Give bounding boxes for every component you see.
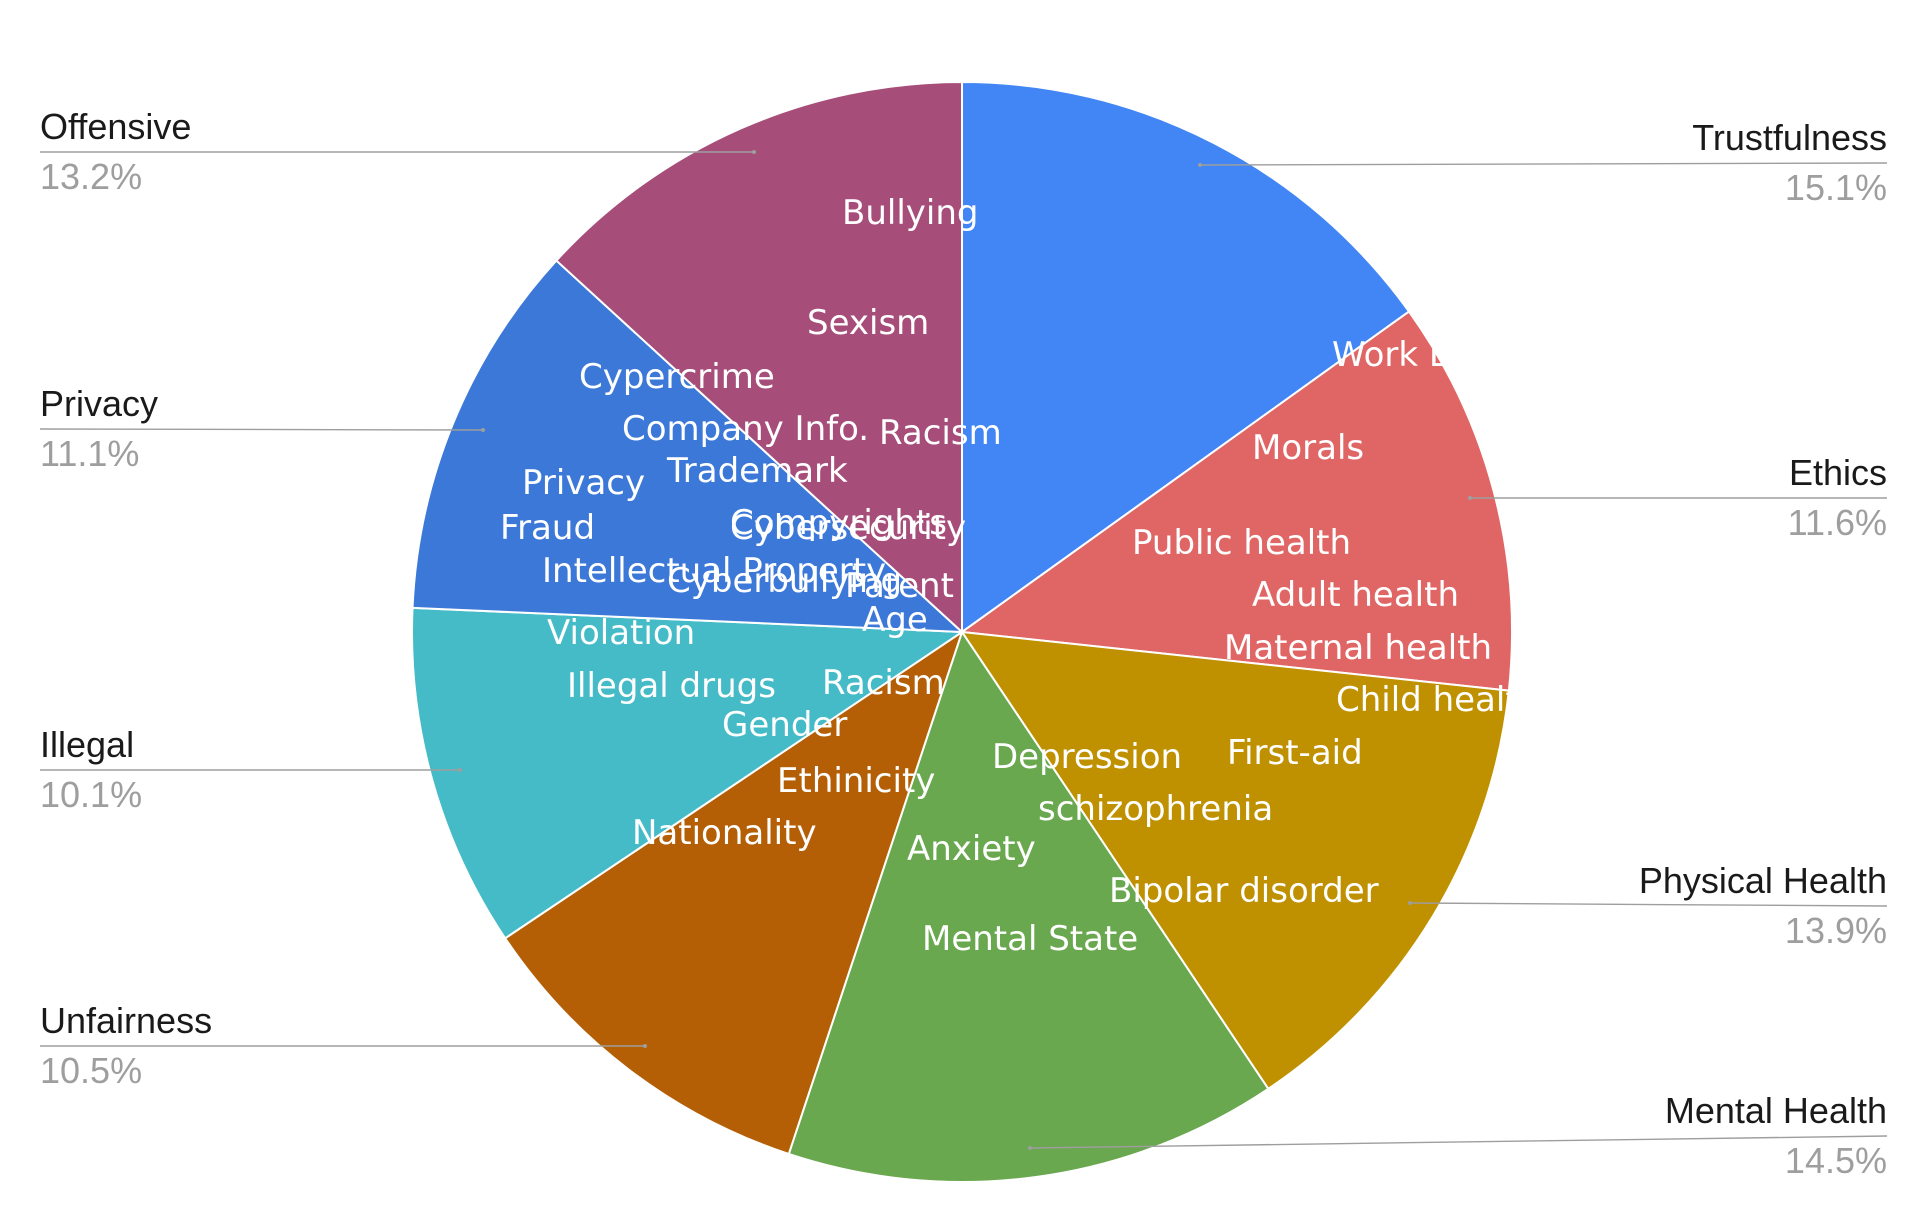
leader-dot-offensive: [752, 150, 756, 154]
sublabel-unfairness-ethinicity: Ethinicity: [777, 761, 935, 801]
leader-line-physical-health: [1409, 902, 1888, 907]
leader-line-privacy: [39, 428, 484, 431]
sublabel-physical-health-child-health: Child health: [1336, 680, 1540, 720]
sublabel-privacy-compyrights: Compyrights: [730, 503, 947, 543]
category-label-unfairness: Unfairness: [40, 1000, 212, 1041]
slice-trustfulness: [961, 80, 1411, 634]
category-label-illegal: Illegal: [40, 724, 134, 765]
sublabel-physical-health-adult-health: Adult health: [1252, 575, 1459, 615]
slice-unfairness: [503, 629, 964, 1156]
category-percent-physical-health: 13.9%: [1785, 910, 1887, 951]
leader-dot-illegal: [458, 768, 462, 772]
category-percent-illegal: 10.1%: [40, 774, 142, 815]
category-label-mental-health: Mental Health: [1665, 1090, 1887, 1131]
category-percent-offensive: 13.2%: [40, 156, 142, 197]
pie-slices: [411, 80, 1514, 1183]
sublabel-privacy-privacy: Privacy: [522, 463, 645, 503]
slice-mental-health: [787, 629, 1270, 1183]
category-percent-privacy: 11.1%: [40, 433, 139, 474]
leader-dot-unfairness: [643, 1044, 647, 1048]
sublabel-ethics-work-ethics: Work Ethics: [1332, 335, 1531, 375]
sublabel-privacy-trademark: Trademark: [666, 451, 848, 491]
sublabel-trustfulness-common-sense: Common Sense: [1142, 65, 1409, 105]
category-label-privacy: Privacy: [40, 383, 158, 424]
leader-line-mental-health: [1029, 1135, 1888, 1149]
sublabel-illegal-fraud: Fraud: [500, 508, 595, 548]
sublabel-privacy-cypercrime: Cypercrime: [579, 357, 775, 397]
leader-dot-trustfulness: [1198, 163, 1202, 167]
category-percent-unfairness: 10.5%: [40, 1050, 142, 1091]
category-labels: Trustfulness 15.1% Ethics 11.6% Physical Hea…: [40, 106, 1887, 1181]
slice-ethics: [959, 310, 1514, 692]
sublabel-illegal-violation: Violation: [547, 613, 695, 653]
sublabel-unfairness-nationality: Nationality: [632, 813, 817, 853]
sublabel-privacy-company-info: Company Info.: [622, 409, 869, 449]
leader-lines: [39, 150, 1888, 1150]
sublabel-offensive-bullying: Bullying: [842, 193, 978, 233]
leader-dot-privacy: [481, 428, 485, 432]
category-label-offensive: Offensive: [40, 106, 191, 147]
sublabel-illegal-cybersecurity: Cybersecurity: [730, 508, 966, 548]
leader-dot-physical-health: [1408, 901, 1412, 905]
slice-illegal: [411, 606, 966, 940]
sublabel-privacy-intellectual-property: Intellectual Property: [542, 551, 886, 591]
category-percent-mental-health: 14.5%: [1785, 1140, 1887, 1181]
category-label-ethics: Ethics: [1789, 452, 1887, 493]
sublabel-mental-health-mental-state: Mental State: [922, 919, 1138, 959]
sublabel-mental-health-anxiety: Anxiety: [907, 829, 1036, 869]
sublabel-physical-health-public-health: Public health: [1132, 523, 1351, 563]
slice-offensive: [554, 80, 963, 635]
sublabel-offensive-racism: Racism: [879, 413, 1002, 453]
sublabel-unfairness-racism: Racism: [822, 663, 945, 703]
category-label-physical-health: Physical Health: [1639, 860, 1887, 901]
sublabel-physical-health-first-aid: First-aid: [1227, 733, 1363, 773]
sublabel-privacy-patent: Patent: [845, 566, 954, 606]
sublabel-unfairness-gender: Gender: [722, 705, 847, 745]
sublabel-illegal-illegal-drugs: Illegal drugs: [567, 666, 776, 706]
category-label-trustfulness: Trustfulness: [1692, 117, 1887, 158]
sublabel-offensive-sexism: Sexism: [807, 303, 929, 343]
sublabel-physical-health-maternal-health: Maternal health: [1224, 628, 1492, 668]
leader-dot-mental-health: [1028, 1146, 1032, 1150]
leader-line-trustfulness: [1199, 162, 1888, 166]
slice-physical-health: [959, 630, 1510, 1091]
sublabel-unfairness-age: Age: [862, 600, 928, 640]
sublabel-mental-health-schizophrenia: schizophrenia: [1038, 789, 1273, 829]
sublabel-mental-health-depression: Depression: [992, 737, 1182, 777]
leader-dot-ethics: [1468, 496, 1472, 500]
sublabel-ethics-morals: Morals: [1252, 428, 1364, 468]
category-percent-ethics: 11.6%: [1788, 502, 1887, 543]
slice-privacy: [411, 259, 965, 634]
sublabel-mental-health-bipolar-disorder: Bipolar disorder: [1109, 871, 1379, 911]
sublabel-illegal-cyberbullying: Cyberbullying: [667, 561, 902, 601]
category-percent-trustfulness: 15.1%: [1785, 167, 1887, 208]
